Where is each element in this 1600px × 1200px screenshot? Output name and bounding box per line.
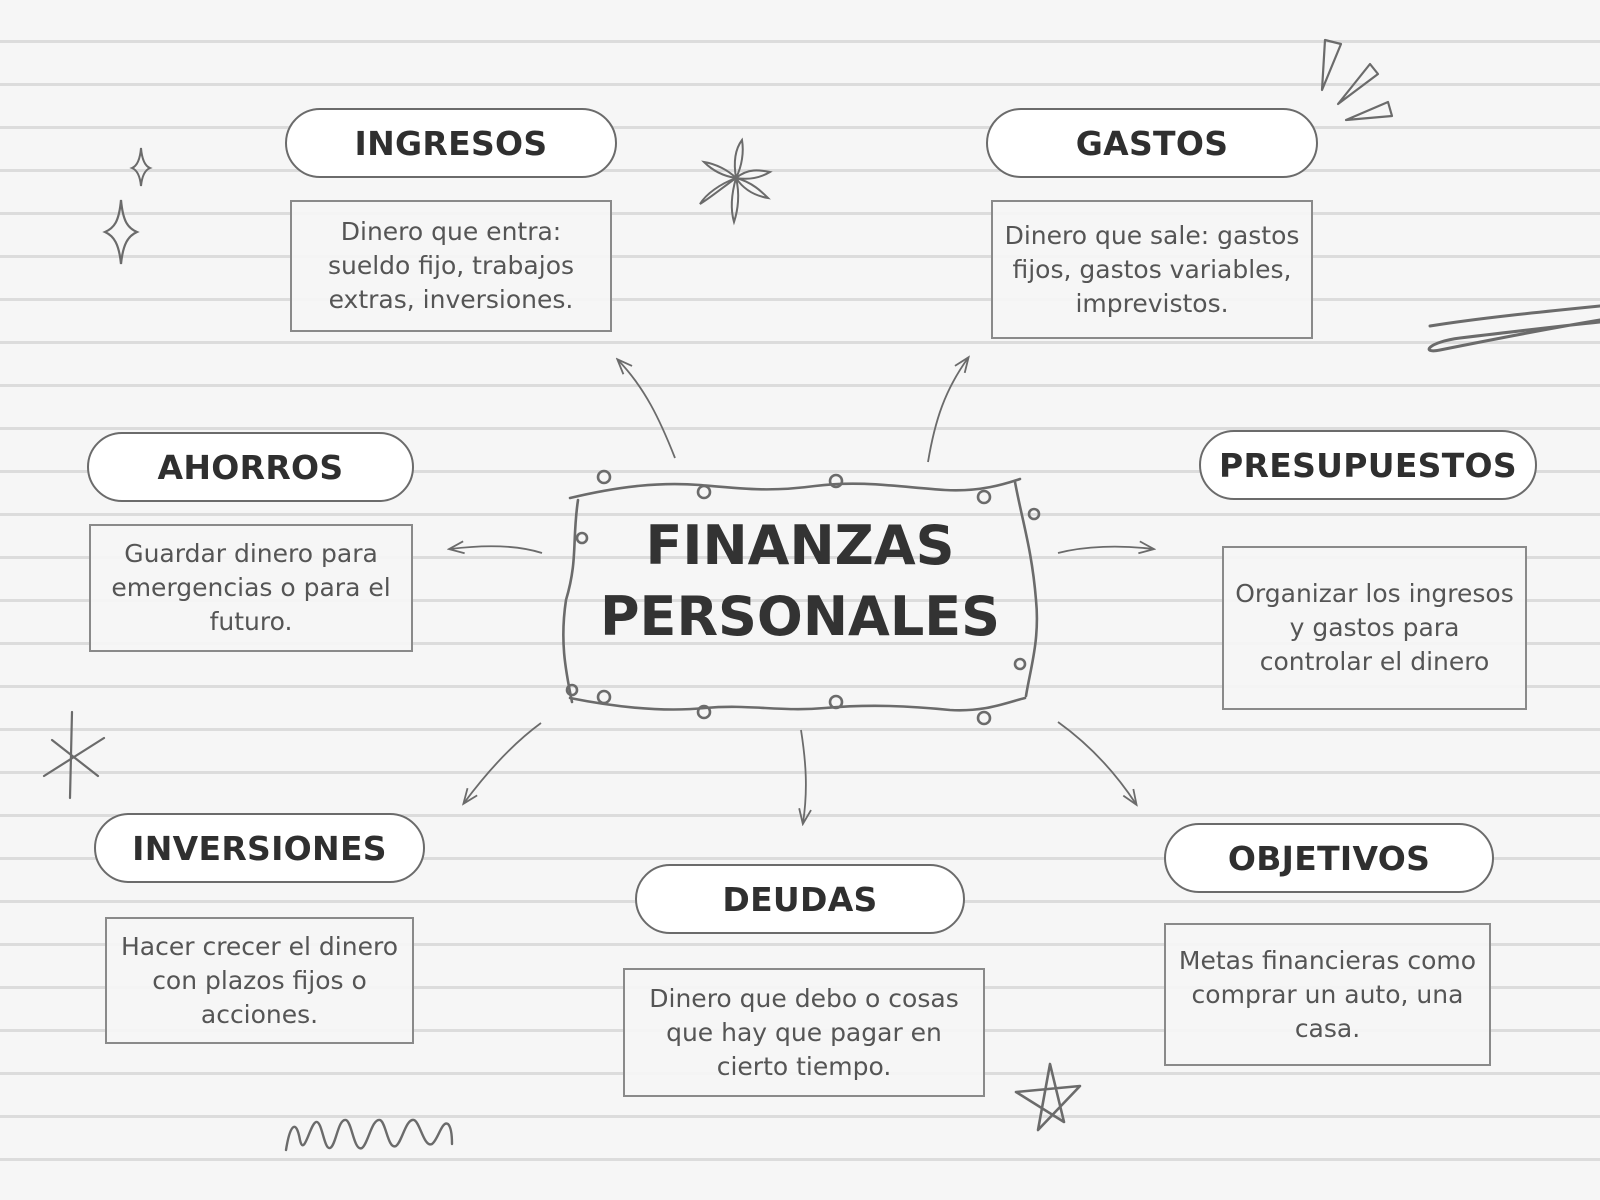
arrow-ingresos xyxy=(618,360,676,459)
central-topic: FINANZAS PERSONALES xyxy=(560,510,1040,652)
arrow-ahorros xyxy=(450,546,543,553)
node-objetivos-description: Metas financieras como comprar un auto, … xyxy=(1164,923,1491,1066)
star-doodle-icon xyxy=(1014,1062,1082,1132)
scribble-doodle-icon xyxy=(1427,304,1600,353)
node-ingresos-title: INGRESOS xyxy=(285,108,617,178)
node-presupuestos-description: Organizar los ingresos y gastos para con… xyxy=(1222,546,1527,710)
node-deudas-description: Dinero que debo o cosas que hay que paga… xyxy=(623,968,985,1097)
central-topic-line-1: FINANZAS xyxy=(645,514,955,577)
burst-lines-icon xyxy=(1320,38,1394,122)
central-topic-line-2: PERSONALES xyxy=(599,585,1001,648)
node-deudas-title: DEUDAS xyxy=(635,864,965,934)
asterisk-doodle-icon xyxy=(42,710,106,800)
zigzag-doodle-icon xyxy=(284,1118,454,1152)
arrow-objetivos xyxy=(1057,721,1136,804)
node-ahorros-description: Guardar dinero para emergencias o para e… xyxy=(89,524,413,652)
sparkle-large-icon xyxy=(102,199,140,265)
arrow-gastos xyxy=(927,358,968,463)
flower-doodle-icon xyxy=(699,137,773,226)
sparkle-small-icon xyxy=(129,147,153,187)
arrow-deudas xyxy=(801,729,806,823)
node-inversiones-description: Hacer crecer el dinero con plazos fijos … xyxy=(105,917,414,1044)
arrow-presupuestos xyxy=(1057,547,1153,553)
node-gastos-title: GASTOS xyxy=(986,108,1318,178)
arrow-inversiones xyxy=(464,722,542,803)
node-ingresos-description: Dinero que entra: sueldo fijo, trabajos … xyxy=(290,200,612,332)
node-presupuestos-title: PRESUPUESTOS xyxy=(1199,430,1537,500)
node-objetivos-title: OBJETIVOS xyxy=(1164,823,1494,893)
node-ahorros-title: AHORROS xyxy=(87,432,414,502)
node-inversiones-title: INVERSIONES xyxy=(94,813,425,883)
node-gastos-description: Dinero que sale: gastos fijos, gastos va… xyxy=(991,200,1313,339)
